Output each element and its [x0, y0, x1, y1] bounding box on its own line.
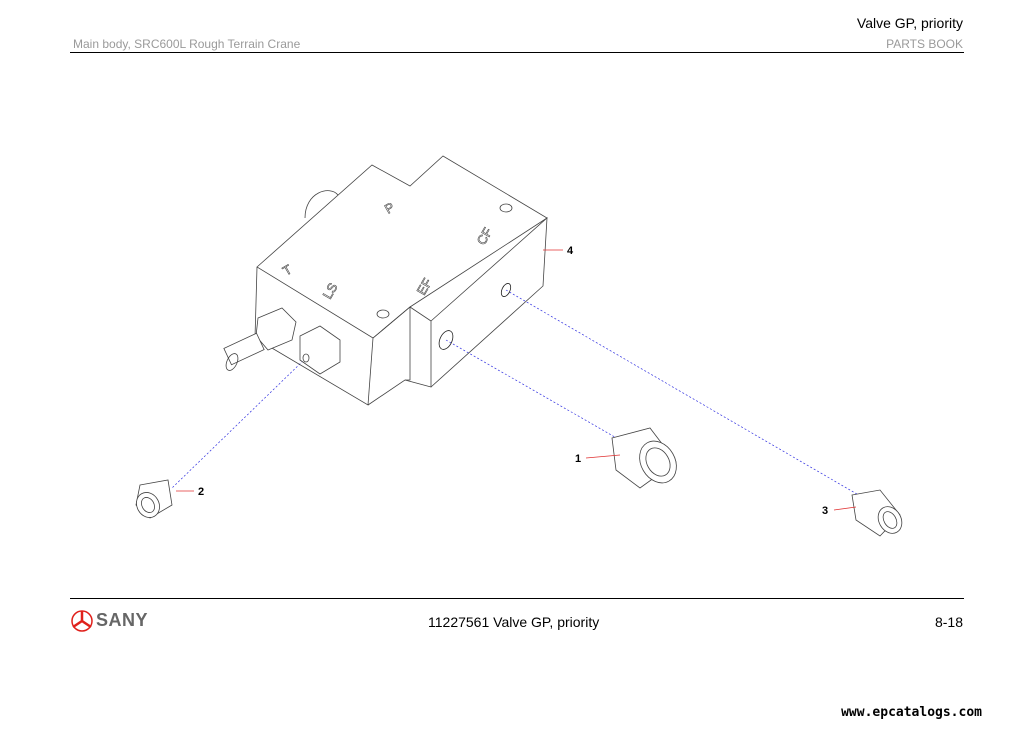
sany-logo-icon — [71, 610, 93, 632]
leader-lines — [176, 249, 857, 511]
valve-body — [254, 155, 548, 406]
watermark-link[interactable]: www.epcatalogs.com — [841, 705, 982, 720]
port-label-ls: LS — [320, 280, 341, 302]
part-1-fitting — [611, 427, 677, 489]
part-3-fitting — [851, 489, 903, 537]
callout-1: 1 — [575, 453, 581, 465]
page-title: Valve GP, priority — [856, 15, 963, 31]
part-2-fitting — [135, 479, 173, 519]
header-divider — [70, 52, 964, 53]
page-number: 8-18 — [934, 614, 963, 630]
centerlines — [171, 289, 863, 498]
callout-2: 2 — [198, 486, 204, 498]
callout-4: 4 — [567, 245, 574, 257]
footer-divider — [70, 598, 964, 599]
footer-title: 11227561 Valve GP, priority — [428, 614, 600, 630]
body-fittings — [223, 307, 341, 375]
page-subtitle: Main body, SRC600L Rough Terrain Crane — [73, 37, 301, 51]
brand-name: SANY — [96, 610, 149, 630]
book-label: PARTS BOOK — [886, 37, 963, 51]
callout-3: 3 — [822, 505, 828, 517]
